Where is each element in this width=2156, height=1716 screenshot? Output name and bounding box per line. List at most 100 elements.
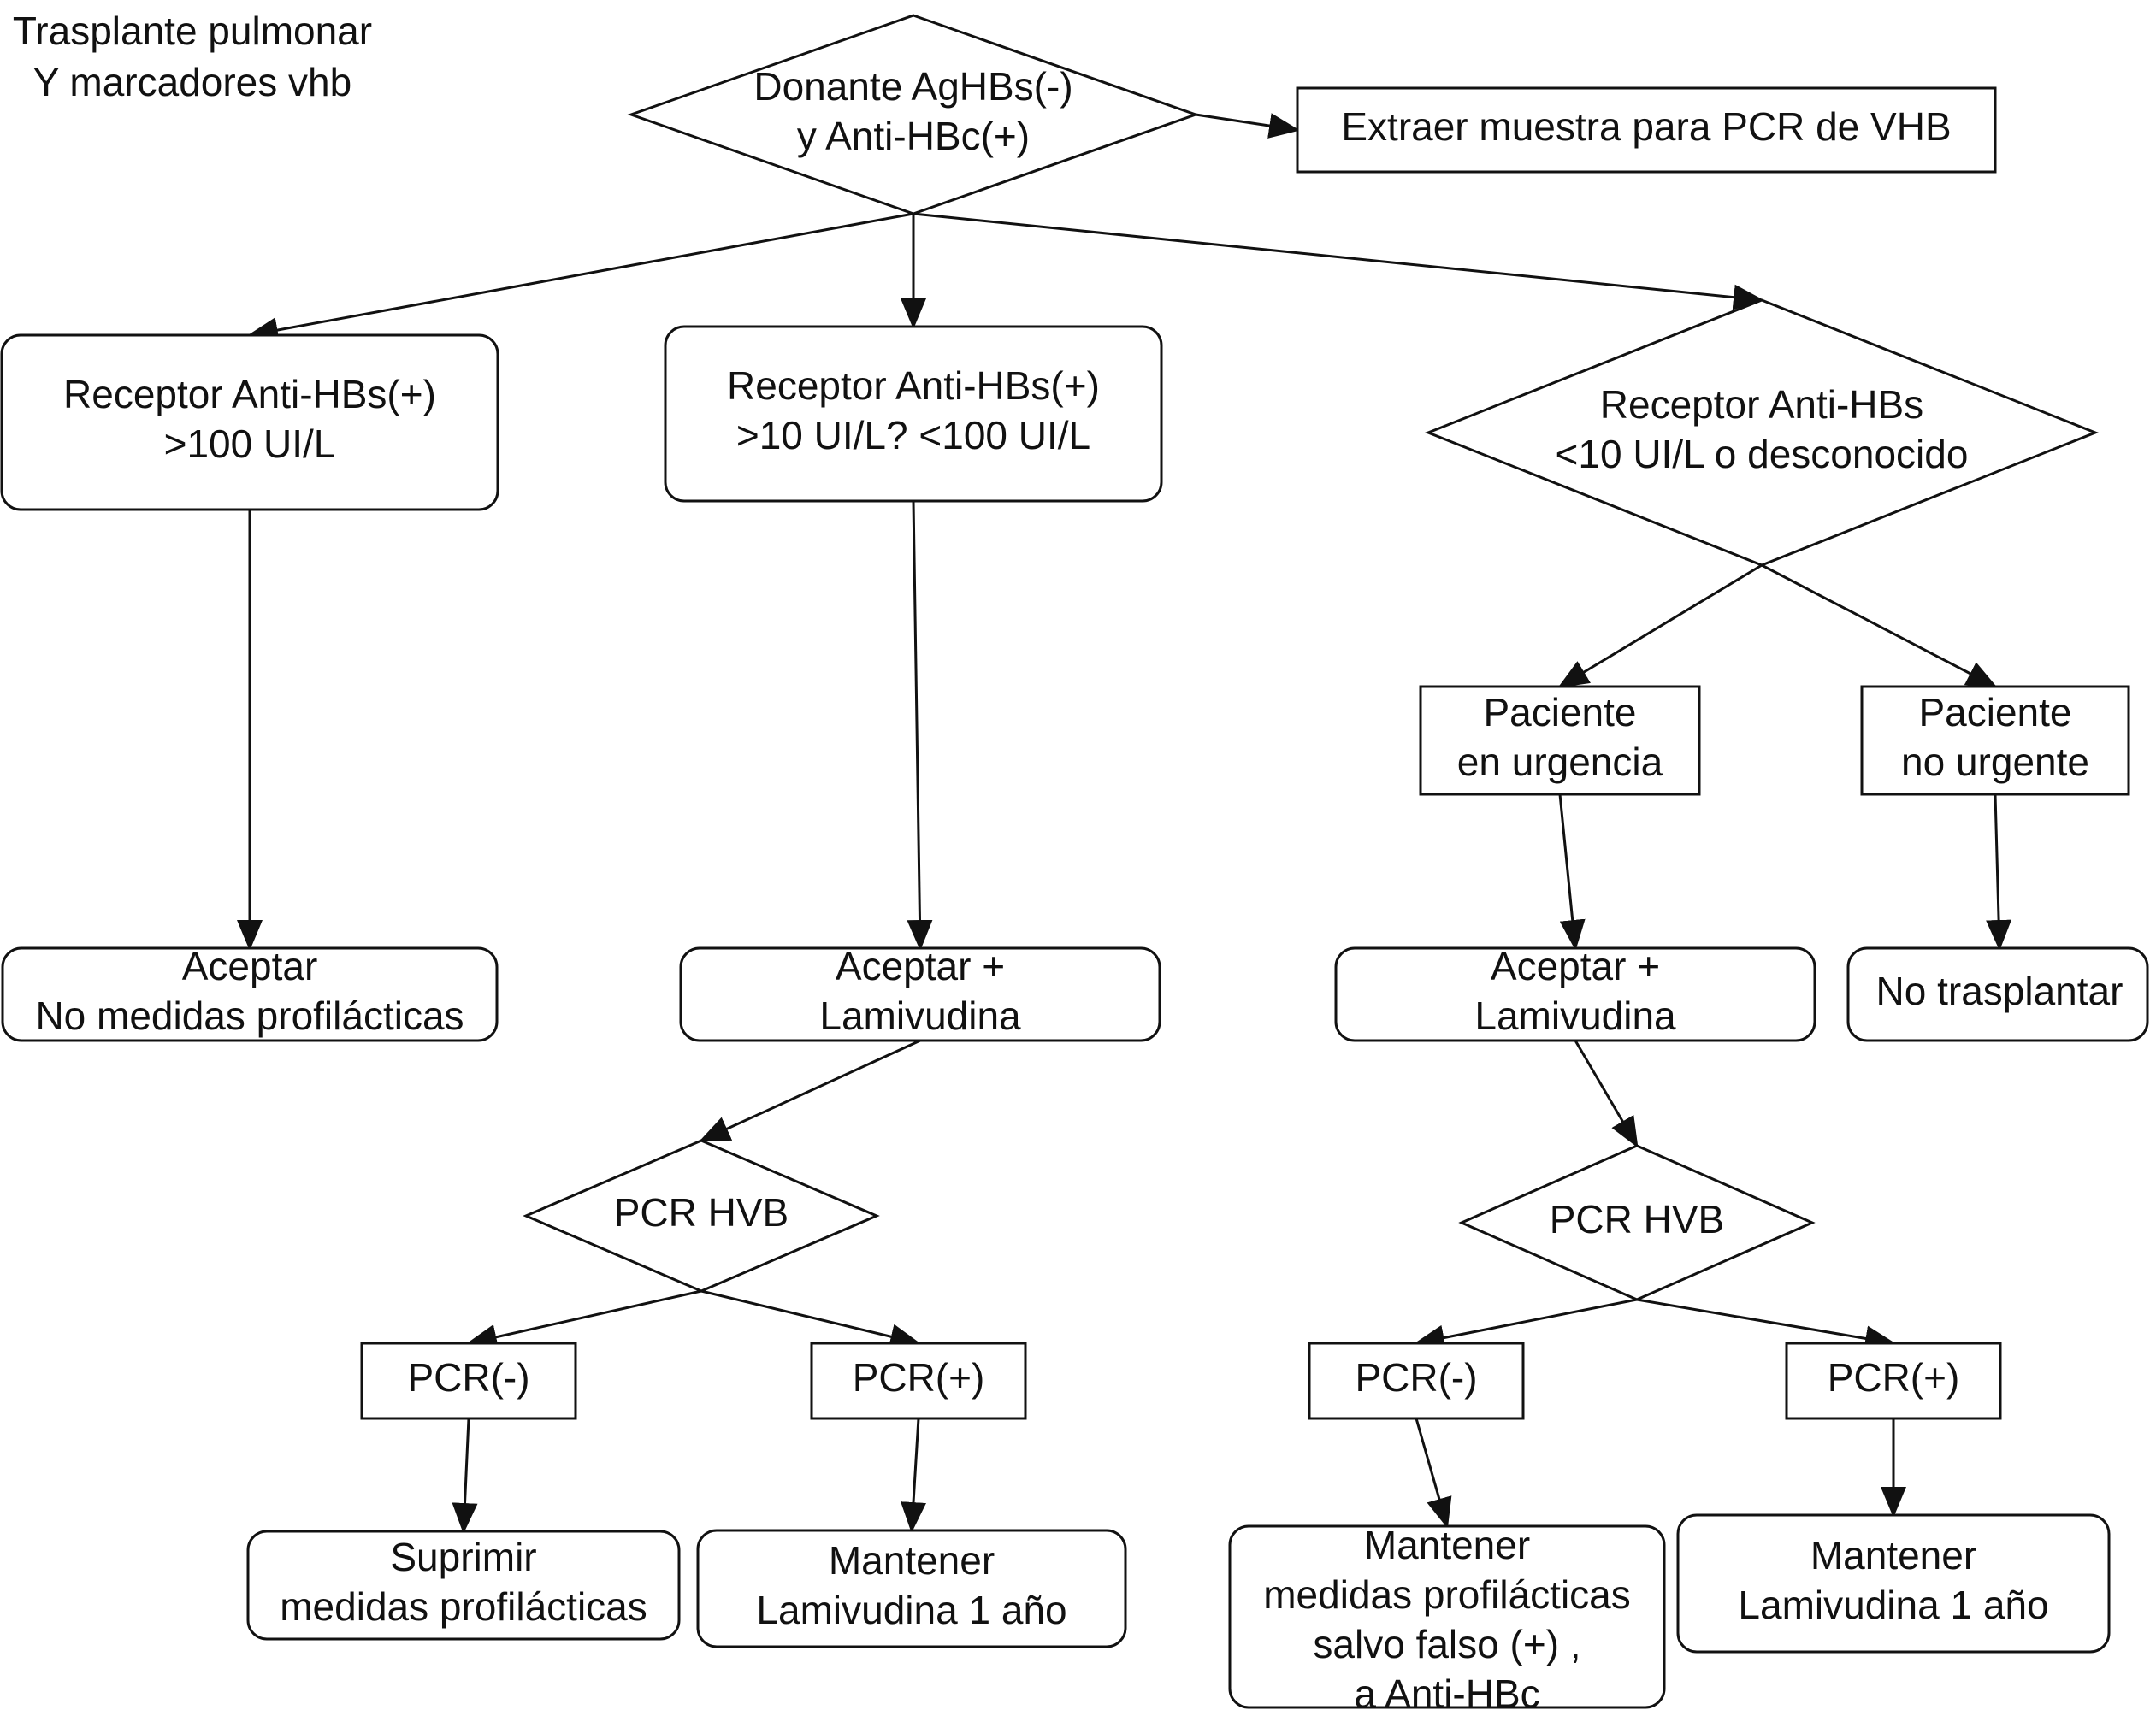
edge-rec_10_100-to-accept_lam_mid (907, 500, 933, 951)
node-pcr_mid: PCR HVB (523, 1139, 880, 1293)
edge-donor-to-rec_lt10 (913, 212, 1764, 310)
node-keep_lam_mid-label-line-1: Mantener (829, 1538, 995, 1583)
node-nonurgent-shape (1860, 685, 2130, 796)
node-keep_prof: Mantener medidas profilácticas salvo falso… (1228, 1523, 1666, 1716)
node-keep_lam_right-label-line-2: Lamivudina 1 año (1738, 1583, 2048, 1627)
node-nonurgent: Paciente no urgente (1860, 685, 2130, 796)
node-accept_lam_right-label-line-2: Lamivudina (1474, 994, 1676, 1038)
node-rec_lt10: Receptor Anti-HBs <10 UI/L o desconocido (1424, 298, 2100, 567)
node-suppress-shape (246, 1530, 681, 1641)
node-keep_lam_right-shape (1676, 1513, 2111, 1654)
node-accept_noprof: Aceptar No medidas profilácticas (1, 944, 499, 1042)
node-pcr_right-shape (1458, 1144, 1816, 1301)
node-pcr_pos_right-label-line-1: PCR(+) (1828, 1355, 1960, 1400)
edge-accept_lam_right-to-pcr_right (1574, 1040, 1639, 1148)
node-accept_noprof-shape (1, 946, 499, 1042)
node-no_tx: No trasplantar (1846, 946, 2149, 1042)
node-no_tx-shape (1846, 946, 2149, 1042)
node-rec_gt100-shape (0, 333, 499, 511)
node-accept_noprof-label-line-2: No medidas profilácticas (35, 994, 464, 1038)
node-accept_lam_right-label-line-1: Aceptar + (1491, 944, 1660, 988)
node-accept_noprof-label-line-1: Aceptar (182, 944, 318, 988)
edge-donor-to-extract (1195, 113, 1300, 139)
diagram-title-line-1: Trasplante pulmonar (13, 9, 372, 53)
edge-pcr_right-to-pcr_pos_right (1636, 1298, 1896, 1352)
edge-urgent-to-accept_lam_right (1558, 793, 1586, 951)
edge-donor-to-rec_gt100 (247, 212, 914, 343)
node-keep_lam_mid-shape (696, 1529, 1127, 1648)
node-rec_gt100-label-line-2: >100 UI/L (164, 422, 336, 466)
node-urgent: Paciente en urgencia (1419, 685, 1701, 796)
node-nonurgent-label-line-2: no urgente (1901, 740, 2089, 784)
node-rec_10_100-shape (664, 325, 1163, 503)
edge-pcr_mid-to-pcr_neg_mid (466, 1289, 702, 1350)
node-rec_lt10-label-line-1: Receptor Anti-HBs (1600, 382, 1923, 427)
edges-layer (237, 113, 2012, 1534)
edge-rec_lt10-to-nonurgent (1761, 563, 1998, 688)
node-keep_prof-label-line-1: Mantener (1364, 1523, 1530, 1567)
edge-nonurgent-to-no_tx (1986, 793, 2012, 951)
nodes-layer: Donante AgHBs(-) y Anti-HBc(+) Extraer mue… (0, 14, 2149, 1716)
node-rec_lt10-label-line-2: <10 UI/L o desconocido (1556, 432, 1969, 476)
node-keep_prof-label-line-4: a Anti-HBc (1354, 1672, 1539, 1716)
node-urgent-shape (1419, 685, 1701, 796)
edge-rec_lt10-to-urgent (1557, 563, 1763, 688)
node-pcr_pos_right: PCR(+) (1785, 1342, 2002, 1420)
node-suppress: Suprimir medidas profilácticas (246, 1530, 681, 1641)
node-pcr_right: PCR HVB (1458, 1144, 1816, 1301)
node-accept_lam_right: Aceptar + Lamivudina (1334, 944, 1816, 1042)
node-pcr_neg_mid-shape (360, 1342, 577, 1420)
edge-accept_lam_mid-to-pcr_mid (699, 1039, 921, 1142)
node-pcr_pos_mid: PCR(+) (810, 1342, 1027, 1420)
node-pcr_mid-shape (523, 1139, 880, 1293)
node-keep_prof-label-line-3: salvo falso (+) , (1313, 1622, 1580, 1666)
node-accept_lam_mid-label-line-1: Aceptar + (836, 944, 1005, 988)
node-pcr_neg_mid-label-line-1: PCR(-) (407, 1355, 529, 1400)
node-pcr_pos_mid-shape (810, 1342, 1027, 1420)
node-rec_10_100: Receptor Anti-HBs(+) >10 UI/L? <100 UI/L (664, 325, 1163, 503)
node-keep_prof-shape (1228, 1524, 1666, 1709)
node-donor-label-line-2: y Anti-HBc(+) (797, 114, 1030, 158)
node-pcr_neg_mid: PCR(-) (360, 1342, 577, 1420)
node-nonurgent-label-line-1: Paciente (1918, 690, 2071, 734)
node-pcr_pos_mid-label-line-1: PCR(+) (853, 1355, 985, 1400)
edge-pcr_neg_mid-to-suppress (452, 1418, 478, 1534)
node-urgent-label-line-2: en urgencia (1457, 740, 1663, 784)
node-no_tx-label-line-1: No trasplantar (1876, 969, 2124, 1013)
node-pcr_right-label-line-1: PCR HVB (1550, 1197, 1724, 1241)
edge-pcr_neg_right-to-keep_prof (1415, 1418, 1452, 1529)
node-donor: Donante AgHBs(-) y Anti-HBc(+) (627, 14, 1200, 215)
node-donor-label-line-1: Donante AgHBs(-) (753, 64, 1072, 109)
node-donor-shape (627, 14, 1200, 215)
node-accept_lam_mid-label-line-2: Lamivudina (819, 994, 1021, 1038)
edge-pcr_pos_mid-to-keep_lam_mid (901, 1418, 926, 1533)
node-accept_lam_mid-shape (679, 946, 1161, 1042)
node-extract: Extraer muestra para PCR de VHB (1296, 86, 1997, 174)
node-extract-label-line-1: Extraer muestra para PCR de VHB (1341, 104, 1951, 149)
node-extract-shape (1296, 86, 1997, 174)
node-urgent-label-line-1: Paciente (1483, 690, 1636, 734)
node-keep_lam_mid-label-line-2: Lamivudina 1 año (756, 1588, 1066, 1632)
node-pcr_pos_right-shape (1785, 1342, 2002, 1420)
edge-pcr_right-to-pcr_neg_right (1414, 1298, 1638, 1351)
node-suppress-label-line-1: Suprimir (390, 1535, 536, 1579)
edge-pcr_mid-to-pcr_pos_mid (700, 1289, 921, 1349)
node-rec_gt100: Receptor Anti-HBs(+) >100 UI/L (0, 333, 499, 511)
node-rec_10_100-label-line-1: Receptor Anti-HBs(+) (727, 363, 1100, 408)
node-keep_lam_right-label-line-1: Mantener (1810, 1533, 1976, 1577)
diagram-title-line-2: Y marcadores vhb (33, 60, 351, 104)
node-pcr_neg_right-shape (1308, 1342, 1525, 1420)
node-accept_lam_right-shape (1334, 946, 1816, 1042)
node-accept_lam_mid: Aceptar + Lamivudina (679, 944, 1161, 1042)
node-keep_prof-label-line-2: medidas profilácticas (1263, 1572, 1631, 1617)
node-rec_lt10-shape (1424, 298, 2100, 567)
node-suppress-label-line-2: medidas profilácticas (280, 1584, 647, 1629)
node-pcr_neg_right: PCR(-) (1308, 1342, 1525, 1420)
node-pcr_mid-label-line-1: PCR HVB (614, 1190, 789, 1235)
node-pcr_neg_right-label-line-1: PCR(-) (1355, 1355, 1477, 1400)
node-rec_10_100-label-line-2: >10 UI/L? <100 UI/L (736, 413, 1090, 457)
node-rec_gt100-label-line-1: Receptor Anti-HBs(+) (63, 372, 436, 416)
